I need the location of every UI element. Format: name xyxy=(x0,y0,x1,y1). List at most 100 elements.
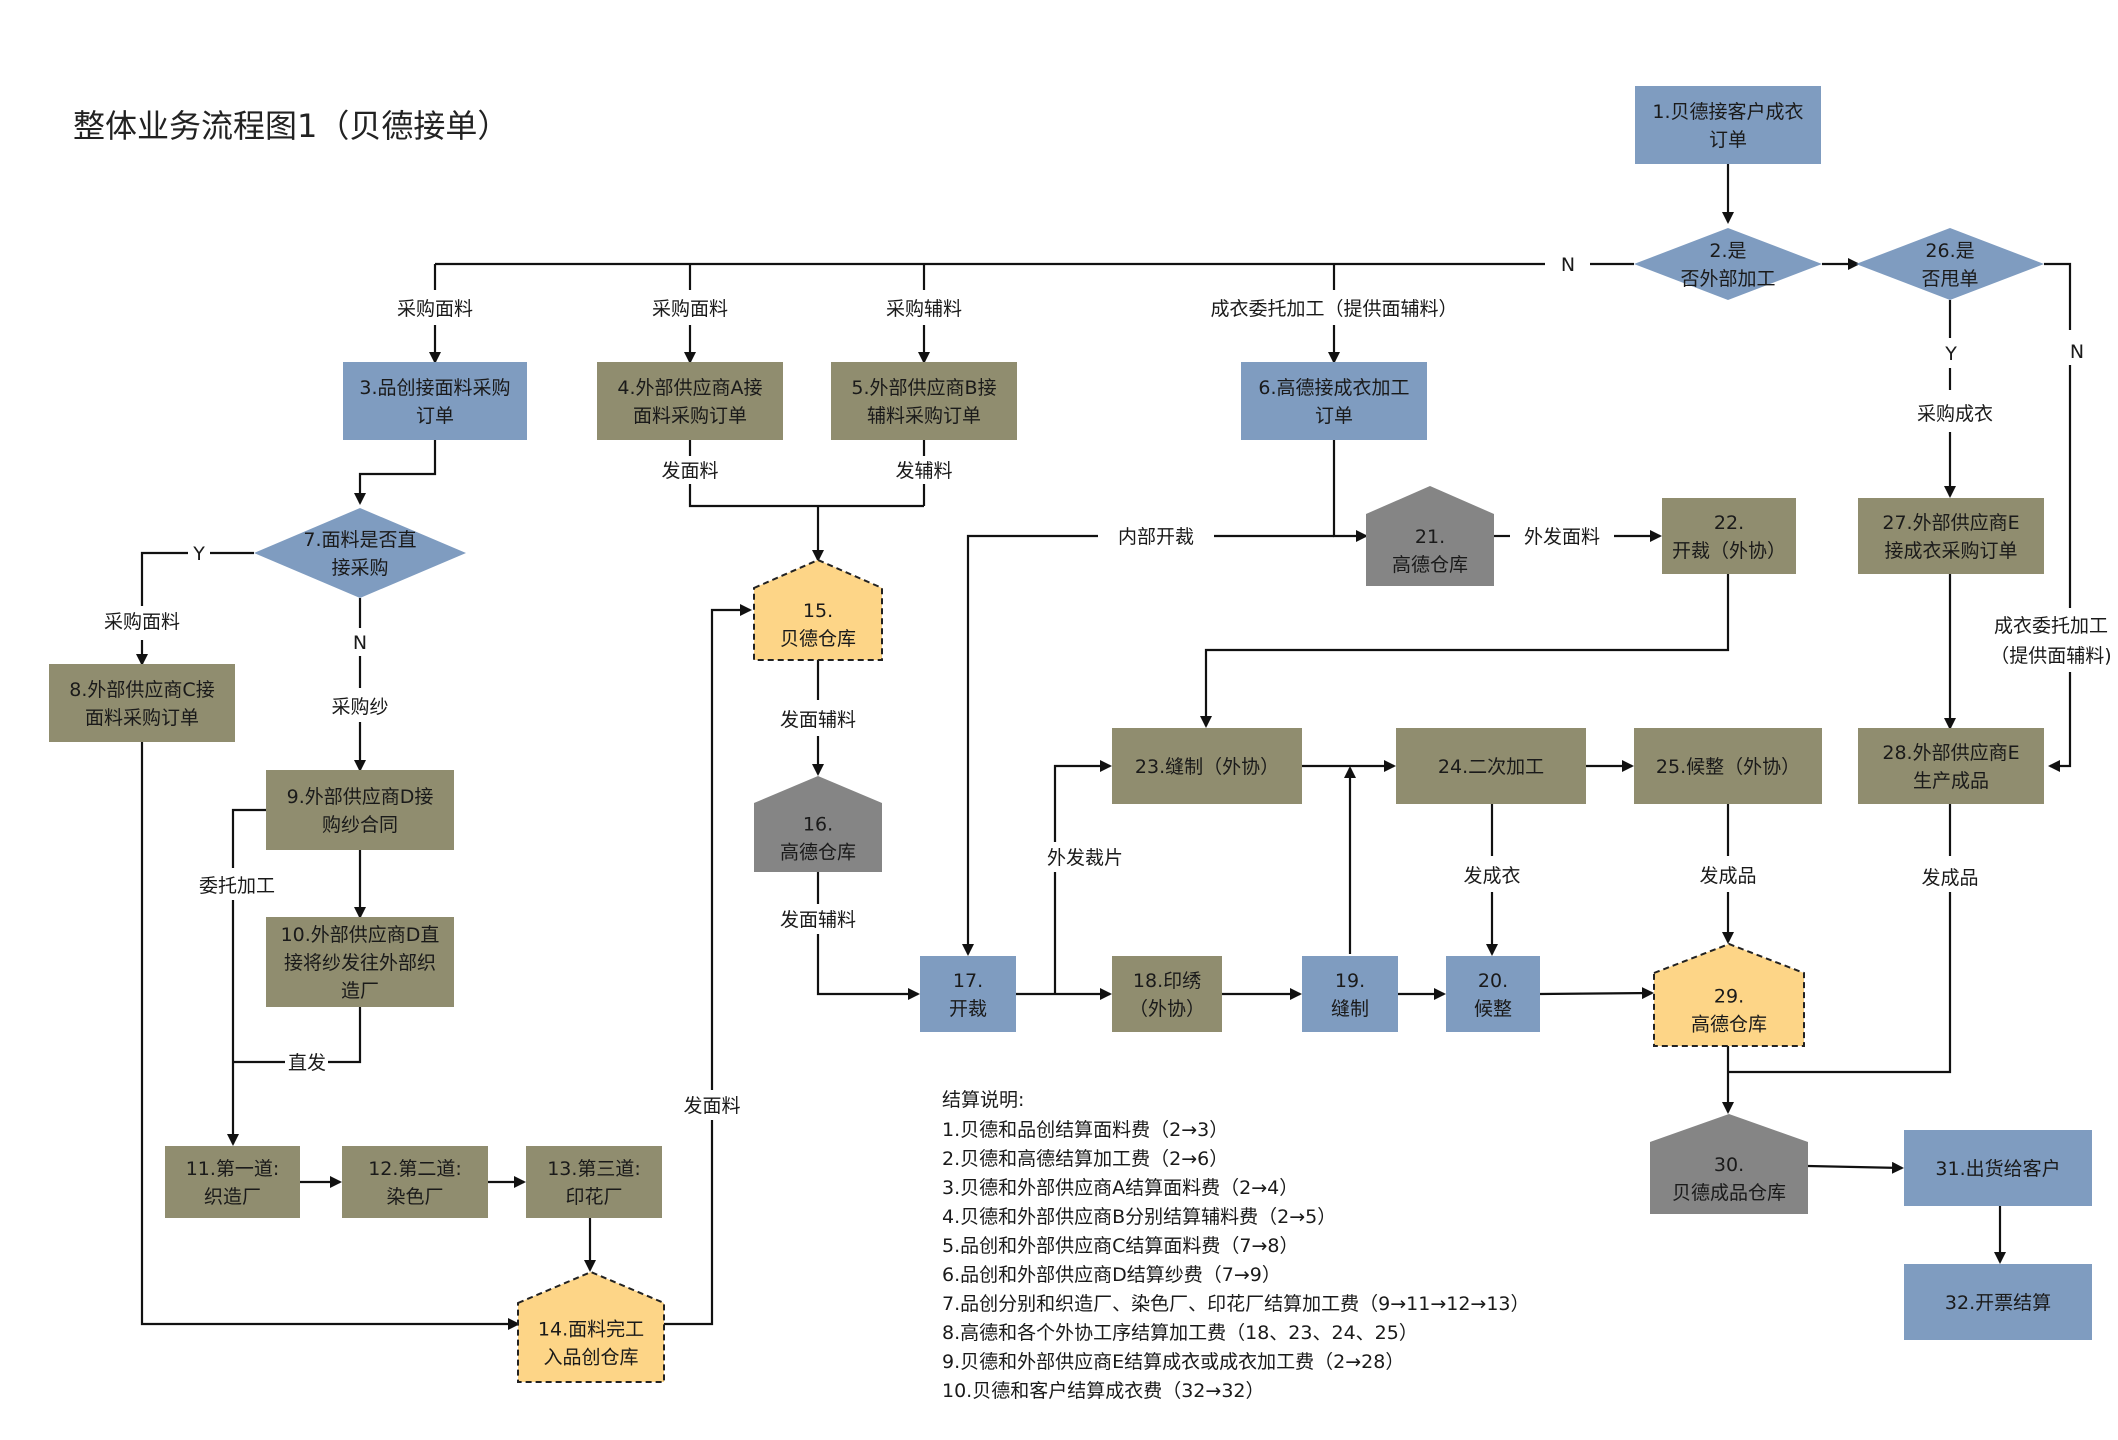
node-label: 7.面料是否直 xyxy=(303,529,416,551)
settlement-item: 2.贝德和高德结算加工费（2→6） xyxy=(942,1148,1228,1170)
node-shape xyxy=(1653,942,1805,1047)
settlement-item: 6.品创和外部供应商D结算纱费（7→9） xyxy=(942,1264,1281,1286)
node-shape xyxy=(1650,1114,1808,1214)
node-label: （外协） xyxy=(1129,998,1205,1020)
label-buy-yarn: 采购纱 xyxy=(331,696,388,718)
node-label: 1.贝德接客户成衣 xyxy=(1652,101,1803,123)
label-y-7: Y xyxy=(192,543,205,565)
node-shape xyxy=(1112,728,1302,804)
label-direct-ship: 直发 xyxy=(288,1052,326,1074)
node-shape xyxy=(342,1146,488,1218)
settlement-item: 9.贝德和外部供应商E结算成衣或成衣加工费（2→28） xyxy=(942,1351,1404,1373)
node-label: 生产成品 xyxy=(1913,770,1989,792)
node-shape xyxy=(597,362,783,440)
node-23: 23.缝制（外协） xyxy=(1112,728,1302,804)
node-32: 32.开票结算 xyxy=(1904,1264,2092,1340)
node-shape xyxy=(266,917,454,1007)
node-label: 候整 xyxy=(1474,998,1512,1020)
edge-16-17-b xyxy=(816,934,920,1000)
node-shape xyxy=(1904,1264,2092,1340)
node-22: 22.开裁（外协） xyxy=(1662,498,1796,574)
edge-26-n-a xyxy=(2044,262,2072,330)
label-buy-fabric-8: 采购面料 xyxy=(104,611,180,633)
label-send-fabric-aux-15: 发面辅料 xyxy=(780,709,856,731)
edge-9-11-a xyxy=(231,808,266,868)
label-n-7: N xyxy=(353,632,367,654)
label-send-finished-28: 发成品 xyxy=(1921,867,1978,889)
node-label: 12.第二道: xyxy=(368,1158,462,1180)
label-n-26: N xyxy=(2070,341,2084,363)
node-19: 19.缝制 xyxy=(1302,956,1398,1032)
label-send-garment: 发成衣 xyxy=(1463,865,1520,887)
label-commission: 委托加工 xyxy=(199,875,275,897)
label-send-finished-25: 发成品 xyxy=(1699,865,1756,887)
node-18: 18.印绣（外协） xyxy=(1112,956,1222,1032)
edge-4-b xyxy=(688,484,924,508)
edge-30-31 xyxy=(1807,1161,1904,1174)
label-buy-garment: 采购成衣 xyxy=(1917,403,1993,425)
node-label: 接采购 xyxy=(331,557,388,579)
node-label: 24.二次加工 xyxy=(1438,756,1544,778)
node-label: 印花厂 xyxy=(565,1186,622,1208)
label-external-cut-pieces: 外发裁片 xyxy=(1047,847,1123,869)
node-shape xyxy=(1302,956,1398,1032)
node-label: 20. xyxy=(1478,970,1508,992)
label-buy-fabric-3: 采购面料 xyxy=(397,298,473,320)
settlement-heading: 结算说明: xyxy=(942,1089,1024,1111)
node-shape xyxy=(1241,362,1427,440)
edge-6-21 xyxy=(1332,440,1368,542)
node-label: 开裁 xyxy=(949,998,987,1020)
node-shape xyxy=(1856,228,2044,300)
node-label: 否甩单 xyxy=(1921,268,1978,290)
node-shape xyxy=(343,362,527,440)
node-label: 高德仓库 xyxy=(780,842,856,864)
edge-22-23 xyxy=(1200,574,1730,728)
node-label: 31.出货给客户 xyxy=(1935,1158,2060,1180)
edge-14-15-b xyxy=(710,604,752,1090)
edge-8-14 xyxy=(140,742,520,1330)
node-label: 5.外部供应商B接 xyxy=(851,377,996,399)
settlement-item: 7.品创分别和织造厂、染色厂、印花厂结算加工费（9→11→12→13） xyxy=(942,1293,1530,1315)
edge-3-7 xyxy=(354,440,437,505)
settlement-item: 4.贝德和外部供应商B分别结算辅料费（2→5） xyxy=(942,1206,1336,1228)
node-label: 贝德仓库 xyxy=(780,628,856,650)
node-shape xyxy=(517,1270,665,1383)
node-label: 25.候整（外协） xyxy=(1656,756,1800,778)
node-31: 31.出货给客户 xyxy=(1904,1130,2092,1206)
node-label: 染色厂 xyxy=(386,1186,443,1208)
node-label: 27.外部供应商E xyxy=(1882,512,2019,534)
node-shape xyxy=(1366,486,1494,586)
edge-26-n-c xyxy=(2048,672,2072,772)
edge-labels: N N Y Y N 采购面料 采购面料 采购辅料 成衣委托加工（提供面辅料） 采… xyxy=(104,254,2112,1117)
node-24: 24.二次加工 xyxy=(1396,728,1586,804)
node-shape xyxy=(1904,1130,2092,1206)
node-15: 15.贝德仓库 xyxy=(753,558,883,661)
node-shape xyxy=(920,956,1016,1032)
edge-7-y-b xyxy=(140,551,188,606)
label-send-fabric-aux-16: 发面辅料 xyxy=(780,909,856,931)
node-label: 贝德成品仓库 xyxy=(1672,1182,1786,1204)
node-label: 21. xyxy=(1415,526,1445,548)
node-label: 开裁（外协） xyxy=(1672,540,1786,562)
node-25: 25.候整（外协） xyxy=(1634,728,1822,804)
edges xyxy=(136,164,2072,1330)
edge-14-15-a xyxy=(664,1120,714,1326)
node-label: 16. xyxy=(803,814,833,836)
node-shape xyxy=(1112,956,1222,1032)
node-label: 11.第一道: xyxy=(186,1158,280,1180)
settlement-item: 5.品创和外部供应商C结算面料费（7→8） xyxy=(942,1235,1299,1257)
settlement-item: 3.贝德和外部供应商A结算面料费（2→4） xyxy=(942,1177,1298,1199)
label-internal-cut: 内部开裁 xyxy=(1118,526,1194,548)
node-label: 面料采购订单 xyxy=(633,405,747,427)
node-shape xyxy=(753,558,883,661)
